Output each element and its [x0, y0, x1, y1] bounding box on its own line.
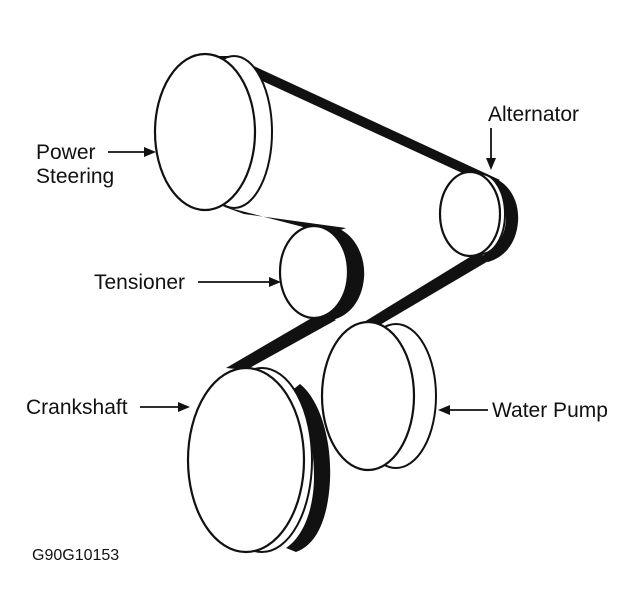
crankshaft-arrowhead: [178, 402, 190, 412]
label-power-steering-line1: Power: [36, 141, 96, 164]
callouts: [108, 128, 496, 415]
belt-wrap-tensioner: [322, 226, 365, 320]
belt-span-alternator-to-waterpump: [364, 252, 490, 326]
drive-belt: [208, 56, 519, 552]
tensioner-arrowhead: [269, 277, 281, 287]
label-crankshaft: Crankshaft: [26, 396, 128, 419]
power-steering-pulley: [153, 52, 273, 212]
belt-wrap-crankshaft: [286, 384, 331, 552]
crankshaft-pulley: [186, 366, 313, 554]
water-pump-arrowhead: [438, 405, 450, 415]
alternator-pulley: [438, 170, 506, 258]
belt-span-tensioner-to-crankshaft: [226, 312, 336, 370]
tensioner-pulley-face: [278, 224, 350, 320]
tensioner-pulley: [278, 224, 350, 320]
water-pump-pulley-face: [320, 320, 416, 472]
label-tensioner: Tensioner: [94, 271, 185, 294]
label-power-steering-line2: Steering: [36, 165, 114, 188]
belt-wrap-alternator: [478, 176, 519, 262]
crankshaft-pulley-face: [186, 366, 306, 554]
water-pump-pulley: [320, 320, 437, 472]
power-steering-pulley-face: [153, 52, 257, 212]
label-water-pump: Water Pump: [492, 399, 608, 422]
alternator-pulley-face: [438, 170, 502, 258]
belt-span-ps-to-alternator: [208, 56, 500, 184]
alternator-arrowhead: [486, 158, 496, 170]
label-alternator: Alternator: [488, 103, 579, 126]
figure-code: G90G10153: [32, 547, 119, 564]
power-steering-arrowhead: [144, 147, 156, 157]
